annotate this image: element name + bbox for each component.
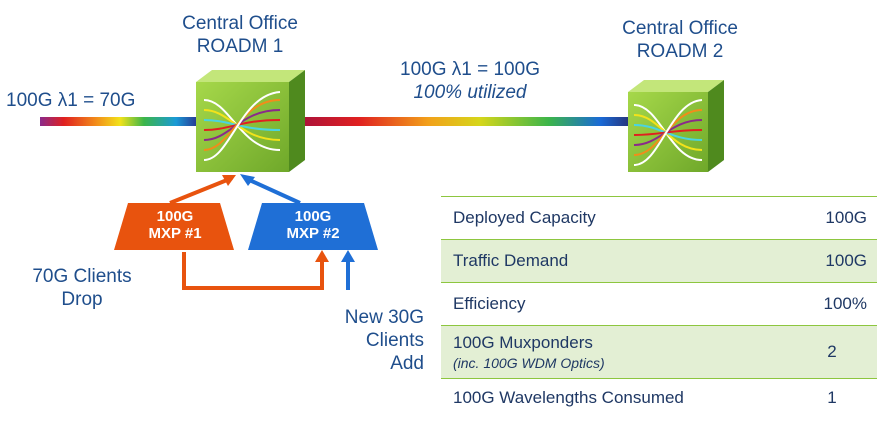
roadm1-title-line2: ROADM 1 — [196, 36, 284, 57]
mxp2-label-line1: 100G — [294, 208, 332, 225]
capacity-table: Deployed Capacity 100G Traffic Demand 10… — [441, 196, 877, 417]
row-label: Deployed Capacity — [453, 208, 596, 227]
row-value: 100G — [825, 251, 867, 270]
mxp1-label-line2: MXP #1 — [148, 225, 202, 242]
table-row: Deployed Capacity 100G — [441, 196, 877, 240]
row-value: 1 — [827, 388, 837, 407]
roadm1-title: Central Office ROADM 1 — [150, 12, 330, 58]
add-label-line2: Clients — [365, 330, 424, 351]
link-mid-label: 100G λ1 = 100G 100% utilized — [355, 58, 585, 104]
roadm2-icon — [628, 80, 724, 172]
roadm2-title-line1: Central Office — [622, 18, 738, 39]
mxp2-uplink — [244, 176, 301, 205]
drop-label-line1: 70G Clients — [32, 266, 132, 287]
row-value: 100G — [825, 208, 867, 227]
roadm2-title: Central Office ROADM 2 — [590, 17, 770, 63]
table-row: Traffic Demand 100G — [441, 239, 877, 283]
link-mid-utilization: 100% utilized — [413, 82, 527, 103]
add-label: New 30G Clients Add — [314, 306, 424, 375]
mxp1-box — [114, 203, 234, 250]
row-label: Traffic Demand — [453, 251, 569, 270]
mxp2-label: 100G MXP #2 — [258, 208, 368, 242]
drop-label-line2: Drop — [61, 289, 103, 310]
table-row: Efficiency 100% — [441, 282, 877, 326]
add-label-line3: Add — [390, 353, 424, 374]
row-label: Efficiency — [453, 294, 526, 313]
row-value: 2 — [827, 342, 837, 361]
mxp1-label: 100G MXP #1 — [120, 208, 230, 242]
fiber-middle — [290, 117, 635, 126]
row-label-main: 100G Muxponders — [453, 333, 593, 352]
table-row: 100G Muxponders (inc. 100G WDM Optics) 2 — [441, 325, 877, 379]
mxp2-box — [248, 203, 378, 250]
roadm2-title-line2: ROADM 2 — [636, 41, 724, 62]
add-label-line1: New 30G — [344, 307, 424, 328]
table-row: 100G Wavelengths Consumed 1 — [441, 378, 877, 418]
mxp1-label-line1: 100G — [156, 208, 194, 225]
client-loop — [182, 252, 324, 290]
roadm1-title-line1: Central Office — [182, 13, 298, 34]
row-label: 100G Wavelengths Consumed — [453, 388, 684, 407]
row-value: 100% — [823, 294, 867, 313]
roadm1-icon — [196, 70, 305, 172]
fiber-left — [40, 117, 200, 126]
link-left-label: 100G λ1 = 70G — [6, 90, 136, 111]
link-mid-capacity: 100G λ1 = 100G — [400, 59, 540, 80]
drop-label: 70G Clients Drop — [22, 265, 142, 311]
row-label: 100G Muxponders (inc. 100G WDM Optics) — [441, 326, 785, 379]
mxp2-label-line2: MXP #2 — [286, 225, 340, 242]
mxp1-uplink — [169, 176, 233, 205]
row-sublabel: (inc. 100G WDM Optics) — [453, 355, 605, 371]
